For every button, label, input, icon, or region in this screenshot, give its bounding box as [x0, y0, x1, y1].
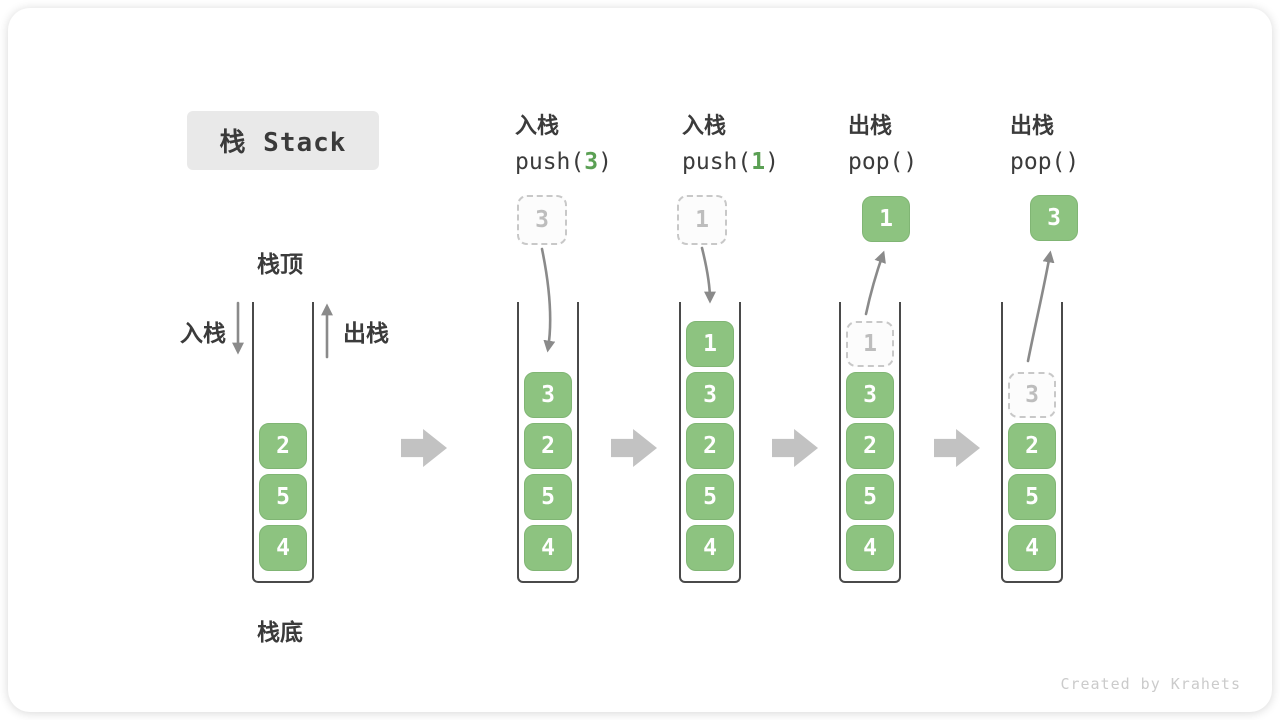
stack-cell: 4: [846, 525, 894, 571]
col-header-push-3: 入栈 push(3): [515, 108, 612, 175]
watermark: Created by Krahets: [1060, 675, 1241, 693]
code-pre: push(: [682, 149, 752, 175]
stack-cell: 3: [524, 372, 572, 418]
stack-cell: 4: [1008, 525, 1056, 571]
pop-side-label: 出栈: [343, 321, 389, 347]
stack-cell: 1: [686, 321, 734, 367]
stack-cell: 4: [686, 525, 734, 571]
stack-initial: 2 5 4: [252, 302, 314, 583]
page-title: 栈 Stack: [187, 111, 379, 170]
stack-top-label: 栈顶: [257, 252, 303, 278]
stack-cell: 5: [846, 474, 894, 520]
stack-cell: 2: [524, 423, 572, 469]
col-header-push-1: 入栈 push(1): [682, 108, 779, 175]
popped-ghost-cell: 3: [1008, 372, 1056, 418]
code-pre: pop(): [848, 149, 918, 175]
code-arg: 3: [584, 149, 599, 175]
stack-after-push-1: 1 3 2 5 4: [679, 302, 741, 583]
col-header-pop-2: 出栈 pop(): [1010, 108, 1079, 175]
code-arg: 1: [751, 149, 766, 175]
code-pre: pop(): [1010, 149, 1080, 175]
code-post: ): [765, 149, 779, 175]
stack-after-pop-1: 1 3 2 5 4: [839, 302, 901, 583]
incoming-value-box: 3: [517, 195, 567, 245]
op-code-push-1: push(1): [682, 149, 779, 175]
stack-cell: 3: [686, 372, 734, 418]
col-header-pop-1: 出栈 pop(): [848, 108, 917, 175]
op-label-pop: 出栈: [1010, 114, 1055, 139]
stack-cell: 2: [846, 423, 894, 469]
stack-cell: 3: [846, 372, 894, 418]
stack-bottom-label: 栈底: [257, 620, 303, 646]
op-label-push: 入栈: [515, 114, 560, 139]
stack-cell: 2: [686, 423, 734, 469]
code-post: ): [598, 149, 612, 175]
stack-after-pop-3: 3 2 5 4: [1001, 302, 1063, 583]
op-code-pop: pop(): [1010, 149, 1079, 175]
op-label-pop: 出栈: [848, 114, 893, 139]
stack-cell: 2: [259, 423, 307, 469]
stack-cell: 4: [259, 525, 307, 571]
stack-cell: 4: [524, 525, 572, 571]
popped-value-box: 3: [1030, 195, 1078, 241]
op-code-push-3: push(3): [515, 149, 612, 175]
popped-ghost-cell: 1: [846, 321, 894, 367]
op-label-push: 入栈: [682, 114, 727, 139]
stack-cell: 2: [1008, 423, 1056, 469]
incoming-value-box: 1: [677, 195, 727, 245]
stack-cell: 5: [1008, 474, 1056, 520]
stack-after-push-3: 3 2 5 4: [517, 302, 579, 583]
op-code-pop: pop(): [848, 149, 917, 175]
code-pre: push(: [515, 149, 585, 175]
popped-value-box: 1: [862, 196, 910, 242]
stack-cell: 5: [259, 474, 307, 520]
stack-cell: 5: [524, 474, 572, 520]
stack-cell: 5: [686, 474, 734, 520]
push-side-label: 入栈: [180, 321, 226, 347]
